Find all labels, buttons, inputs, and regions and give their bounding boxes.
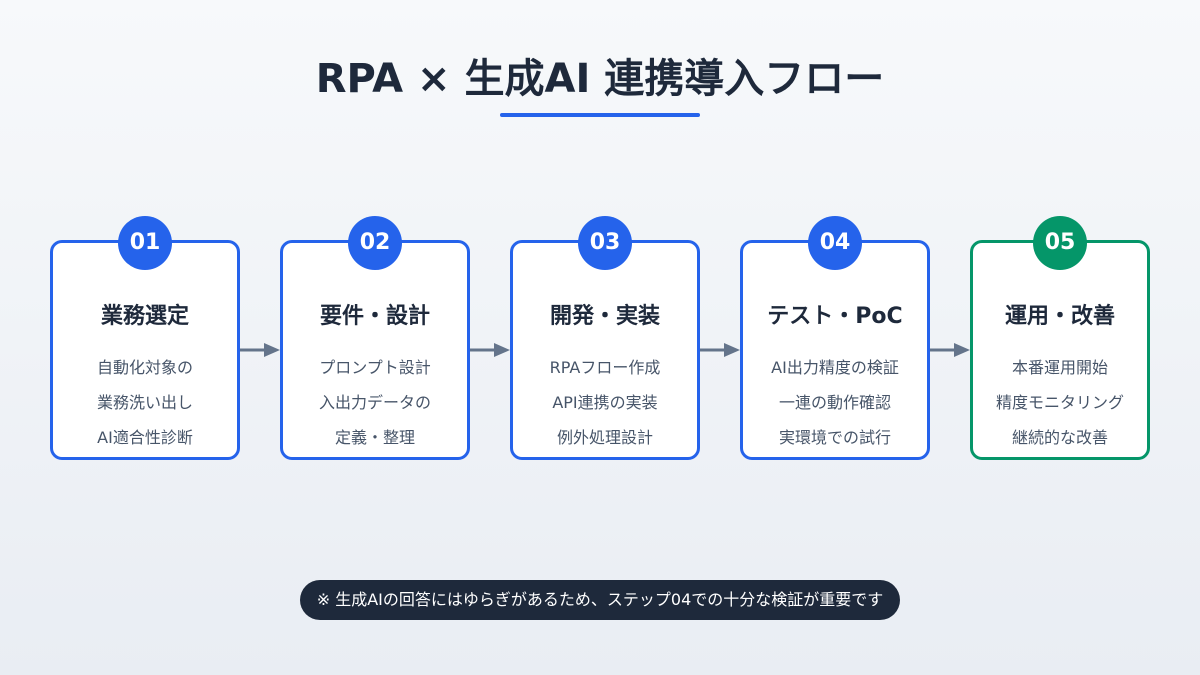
step-detail: 自動化対象の (96, 358, 193, 377)
step-number-badge: 03 (578, 216, 632, 270)
step-detail: プロンプト設計 (319, 358, 431, 377)
arrow-right-icon (240, 343, 280, 357)
step-card-01: 01 業務選定 自動化対象の業務洗い出し AI適合性診断 (50, 216, 240, 460)
step-detail: 精度モニタリング (995, 393, 1124, 412)
step-number-badge: 02 (348, 216, 402, 270)
arrow-right-icon (700, 343, 740, 357)
step-title: 運用・改善 (1004, 304, 1115, 329)
step-detail: API連携の実装 (552, 393, 658, 412)
title-underline (500, 113, 700, 117)
step-detail: 継続的な改善 (1011, 428, 1108, 447)
step-title: 業務選定 (100, 304, 189, 329)
arrow-right-icon (930, 343, 970, 357)
step-detail: 実環境での試行 (778, 428, 891, 447)
step-detail: 業務洗い出し (96, 393, 193, 412)
step-detail: RPAフロー作成 (549, 358, 661, 377)
page-title: RPA × 生成AI 連携導入フロー (315, 56, 885, 102)
step-number-badge: 01 (118, 216, 172, 270)
step-card-05: 05 運用・改善 本番運用開始精度モニタリング継続的な改善 (970, 216, 1150, 460)
step-detail: 入出力データの (318, 393, 431, 412)
step-card-03: 03 開発・実装 RPAフロー作成 API連携の実装例外処理設計 (510, 216, 700, 460)
step-number-badge: 04 (808, 216, 862, 270)
step-detail: 定義・整理 (334, 428, 415, 447)
step-card-04: 04 テスト・PoC AI出力精度の検証一連の動作確認実環境での試行 (740, 216, 930, 460)
step-title: テスト・PoC (767, 304, 903, 329)
arrow-right-icon (470, 343, 510, 357)
step-title: 要件・設計 (319, 304, 430, 329)
step-detail: 例外処理設計 (556, 428, 653, 447)
step-number-badge: 05 (1033, 216, 1087, 270)
step-title: 開発・実装 (549, 304, 660, 329)
step-card-02: 02 要件・設計 プロンプト設計入出力データの定義・整理 (280, 216, 470, 460)
note-text: ※ 生成AIの回答にはゆらぎがあるため、ステップ04での十分な検証が重要です (316, 590, 884, 609)
step-detail: AI出力精度の検証 (771, 358, 899, 377)
note-pill (300, 580, 900, 620)
step-detail: AI適合性診断 (97, 428, 193, 447)
step-detail: 本番運用開始 (1011, 358, 1108, 377)
step-detail: 一連の動作確認 (778, 393, 891, 412)
